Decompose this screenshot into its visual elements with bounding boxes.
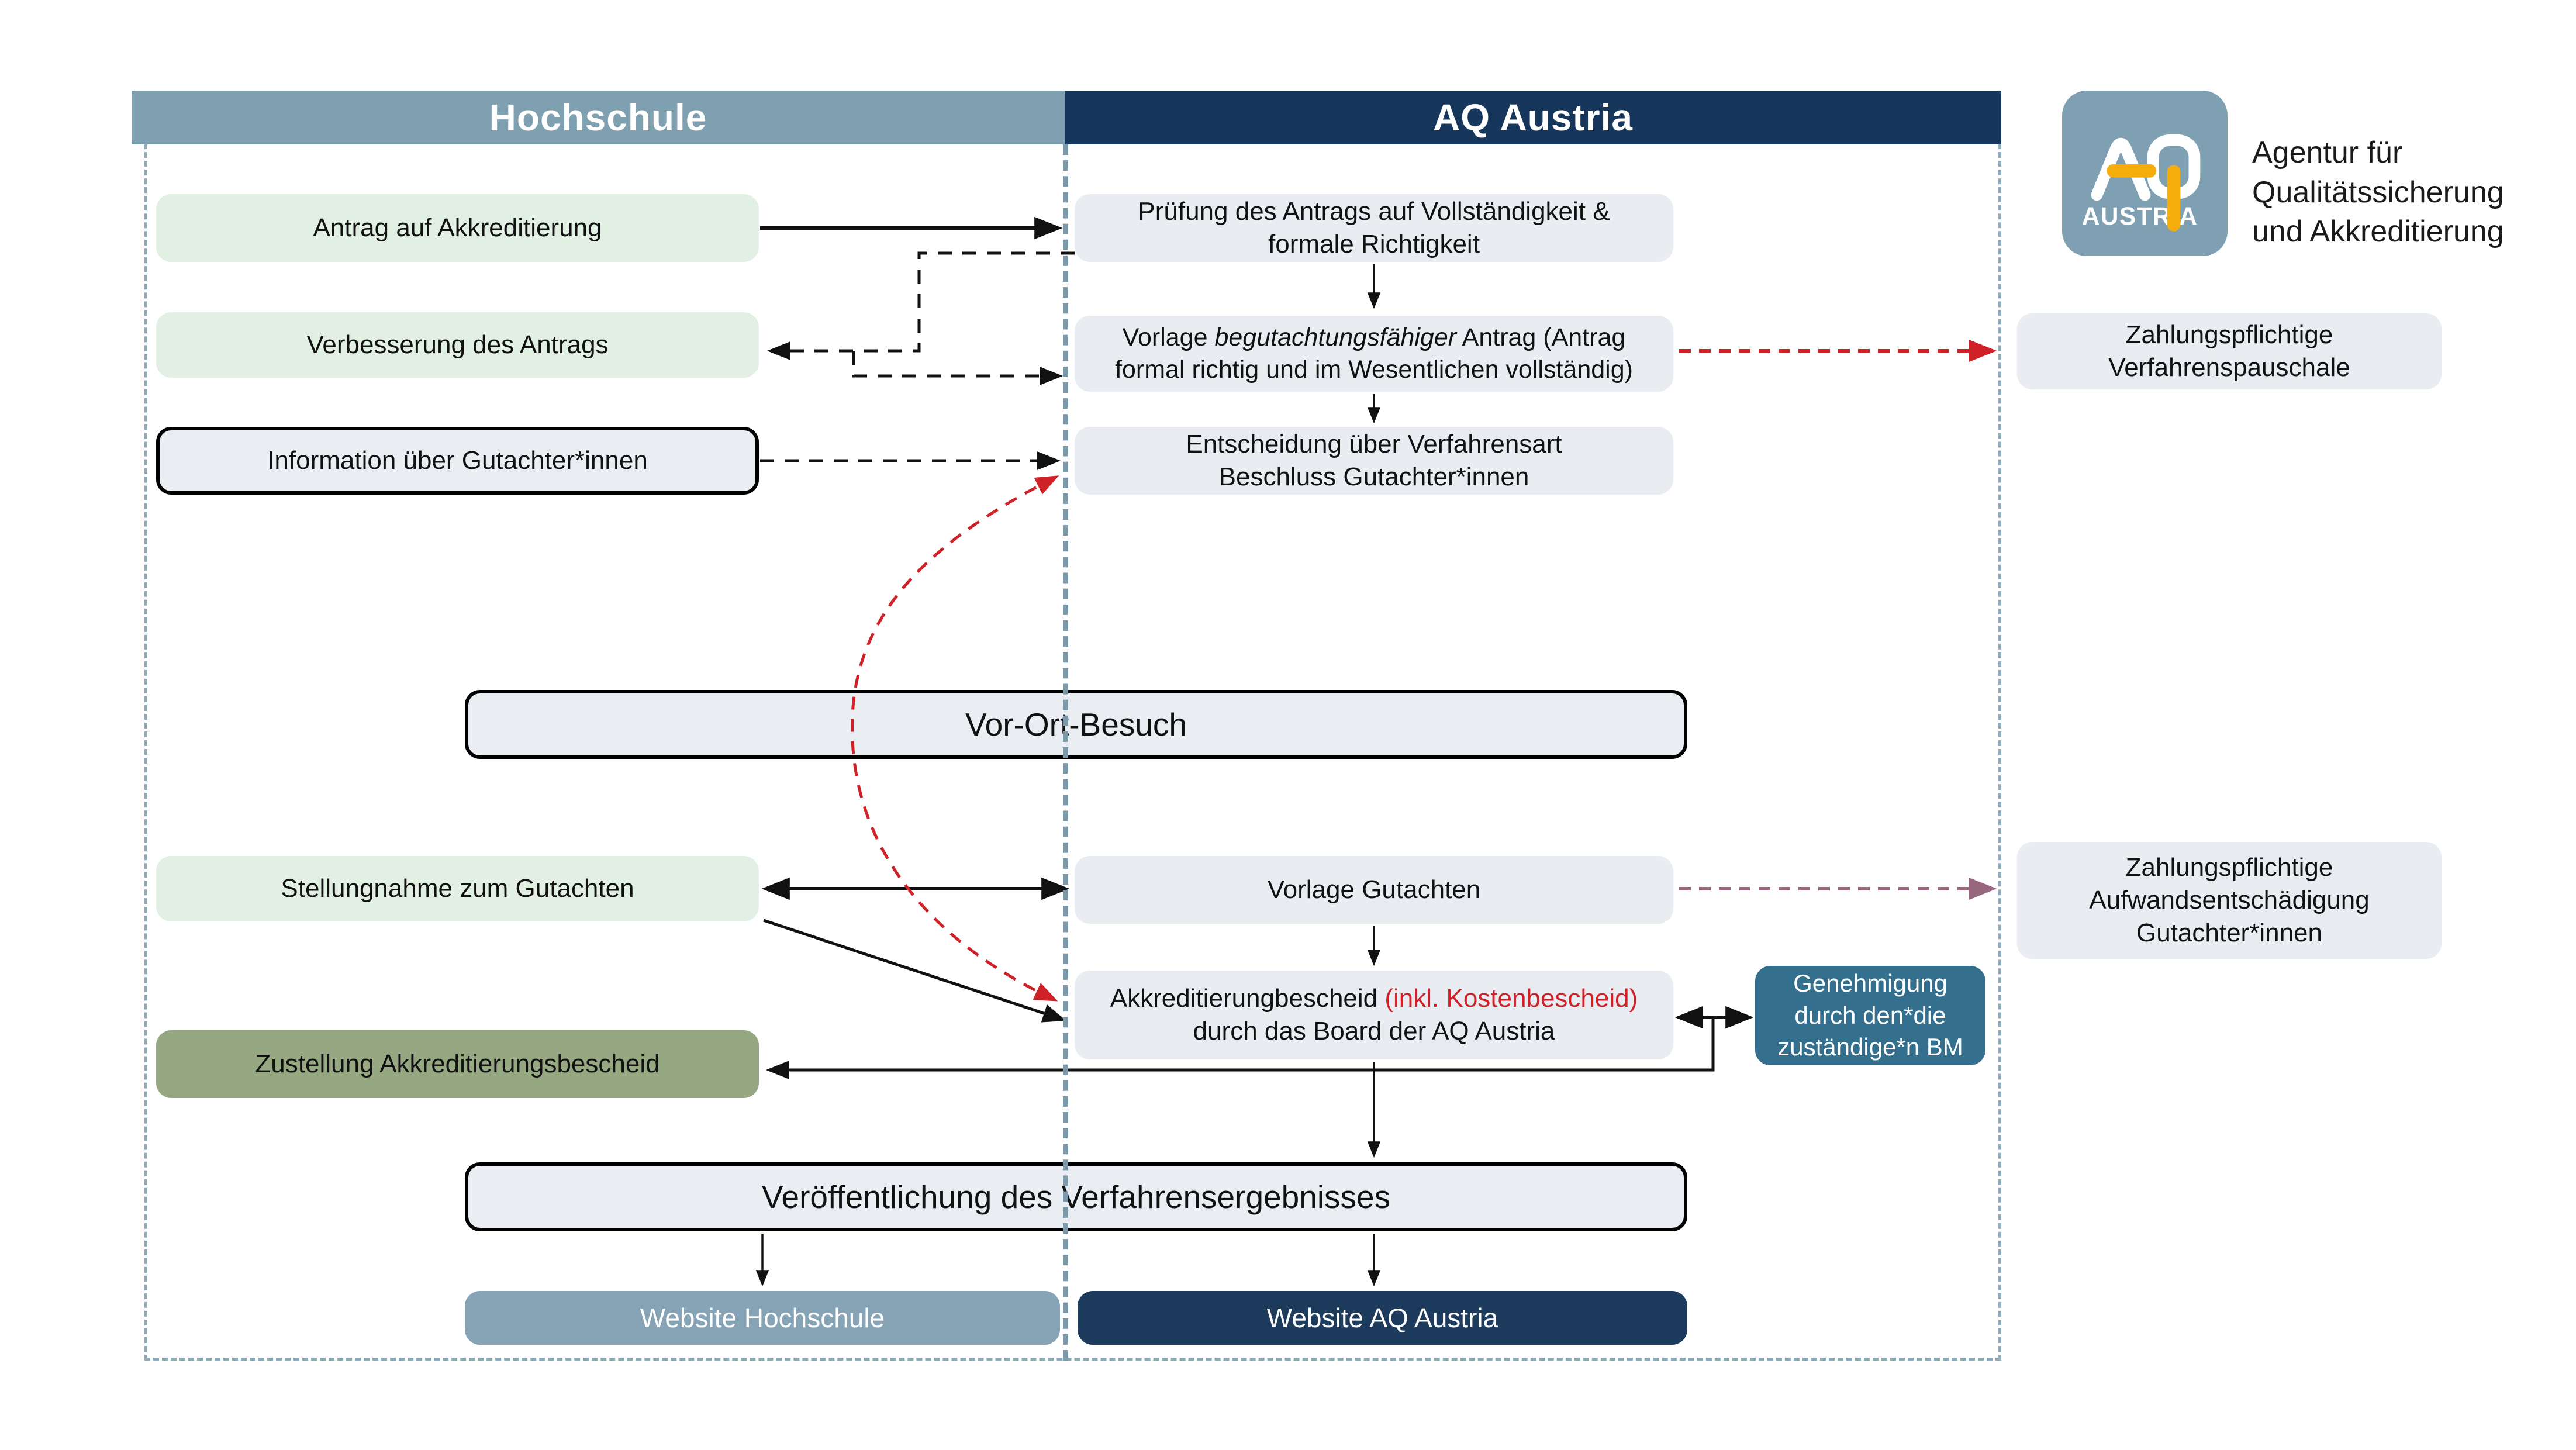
column-header-hochschule-label: Hochschule — [489, 96, 707, 139]
box-genehmigung-bm: Genehmigung durch den*die zuständige*n B… — [1755, 966, 1985, 1065]
column-divider-line — [1063, 144, 1068, 1361]
box-verfahrenspauschale: Zahlungspflichtige Verfahrenspauschale — [2017, 313, 2442, 389]
box-vor-ort-besuch: Vor-Ort-Besuch — [465, 690, 1687, 759]
box-information-gutachter: Information über Gutachter*innen — [156, 427, 759, 495]
box-veroeffentlichung-label: Veröffentlichung des Verfahrensergebniss… — [761, 1178, 1391, 1215]
box-website-hochschule-label: Website Hochschule — [640, 1302, 885, 1333]
box-entscheidung-label: Entscheidung über Verfahrensart Beschlus… — [1186, 429, 1562, 491]
box-verfahrenspauschale-label: Zahlungspflichtige Verfahrenspauschale — [2108, 320, 2350, 382]
column-header-aq-austria: AQ Austria — [1065, 91, 2001, 144]
box-verbesserung-label: Verbesserung des Antrags — [306, 330, 609, 359]
box-vorlage-antrag-line2: formal richtig und im Wesentlichen volls… — [1115, 355, 1633, 384]
box-akkreditierungbescheid: Akkreditierungbescheid (inkl. Kostenbesc… — [1075, 971, 1673, 1059]
box-vorlage-gutachten: Vorlage Gutachten — [1075, 856, 1673, 924]
box-information-label: Information über Gutachter*innen — [267, 446, 648, 475]
box-website-aq-label: Website AQ Austria — [1266, 1302, 1498, 1333]
box-vorlage-antrag-line1: Vorlage begutachtungsfähiger Antrag (Ant… — [1122, 323, 1626, 351]
box-zustellung-bescheid: Zustellung Akkreditierungsbescheid — [156, 1030, 759, 1098]
box-stellungnahme-label: Stellungnahme zum Gutachten — [281, 874, 634, 903]
box-antrag-label: Antrag auf Akkreditierung — [313, 213, 602, 242]
column-header-hochschule: Hochschule — [132, 91, 1065, 144]
box-aufwandsentschaedigung-label: Zahlungspflichtige Aufwandsentschädigung… — [2089, 852, 2370, 948]
box-vorlage-gutachten-label: Vorlage Gutachten — [1267, 875, 1481, 904]
box-pruefung-label: Prüfung des Antrags auf Vollständigkeit … — [1138, 196, 1610, 258]
box-genehmigung-label: Genehmigung durch den*die zuständige*n B… — [1777, 969, 1963, 1061]
box-veroeffentlichung: Veröffentlichung des Verfahrensergebniss… — [465, 1162, 1687, 1231]
box-website-aq-austria: Website AQ Austria — [1078, 1291, 1687, 1345]
box-stellungnahme-gutachten: Stellungnahme zum Gutachten — [156, 856, 759, 921]
box-website-hochschule: Website Hochschule — [465, 1291, 1060, 1345]
box-zustellung-label: Zustellung Akkreditierungsbescheid — [255, 1049, 660, 1078]
column-header-aq-austria-label: AQ Austria — [1433, 96, 1633, 139]
logo-wordmark: AUSTRIA — [2082, 202, 2198, 230]
box-bescheid-line2: durch das Board der AQ Austria — [1193, 1017, 1555, 1045]
box-aufwandsentschaedigung: Zahlungspflichtige Aufwandsentschädigung… — [2017, 842, 2442, 959]
box-vor-ort-label: Vor-Ort-Besuch — [965, 706, 1187, 743]
box-verbesserung-antrag: Verbesserung des Antrags — [156, 312, 759, 378]
aq-austria-logo: AUSTRIA — [2062, 91, 2228, 256]
box-antrag-akkreditierung: Antrag auf Akkreditierung — [156, 194, 759, 262]
kostenbescheid-red-text: (inkl. Kostenbescheid) — [1384, 983, 1638, 1013]
logo-letter-a — [2091, 137, 2151, 201]
box-entscheidung-verfahrensart: Entscheidung über Verfahrensart Beschlus… — [1075, 427, 1673, 495]
box-bescheid-line1: Akkreditierungbescheid (inkl. Kostenbesc… — [1110, 983, 1638, 1013]
box-vorlage-antrag: Vorlage begutachtungsfähiger Antrag (Ant… — [1075, 316, 1673, 392]
box-pruefung-antrag: Prüfung des Antrags auf Vollständigkeit … — [1075, 194, 1673, 262]
logo-tagline: Agentur für Qualitätssicherung und Akkre… — [2252, 136, 2504, 249]
